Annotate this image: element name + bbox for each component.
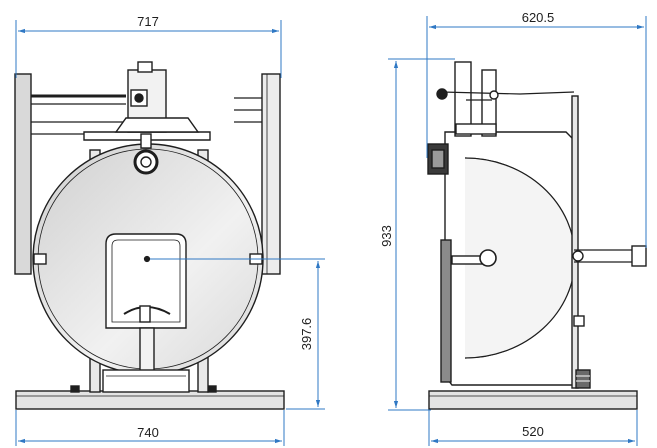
side-front-panel bbox=[440, 239, 452, 383]
front-base-plate bbox=[15, 390, 285, 410]
side-right-rail bbox=[571, 95, 579, 389]
dim-side-top-width: 620.5 bbox=[522, 10, 555, 25]
side-bottom-valve bbox=[575, 369, 591, 389]
side-top-knob bbox=[436, 88, 448, 100]
front-view bbox=[14, 61, 285, 410]
side-view bbox=[427, 61, 647, 410]
front-right-frame-plate bbox=[261, 73, 281, 275]
front-base-bolt-right bbox=[207, 385, 217, 393]
dimension-lines bbox=[15, 16, 647, 446]
dim-side-height: 933 bbox=[379, 225, 394, 247]
side-front-knob bbox=[479, 249, 497, 267]
front-drum-pin-left bbox=[33, 253, 47, 265]
side-top-column bbox=[454, 61, 472, 137]
front-base-bolt-left bbox=[70, 385, 80, 393]
front-pedestal-foot bbox=[102, 369, 190, 393]
front-door bbox=[105, 233, 187, 329]
dim-front-top-width: 717 bbox=[137, 14, 159, 29]
dim-front-base-width: 740 bbox=[137, 425, 159, 440]
side-shaft-end bbox=[631, 245, 647, 267]
dim-front-center-height: 397.6 bbox=[299, 318, 314, 351]
dim-side-base-width: 520 bbox=[522, 424, 544, 439]
side-base-plate bbox=[428, 390, 638, 410]
front-left-frame-plate bbox=[14, 73, 32, 275]
front-center-mark bbox=[143, 255, 151, 263]
